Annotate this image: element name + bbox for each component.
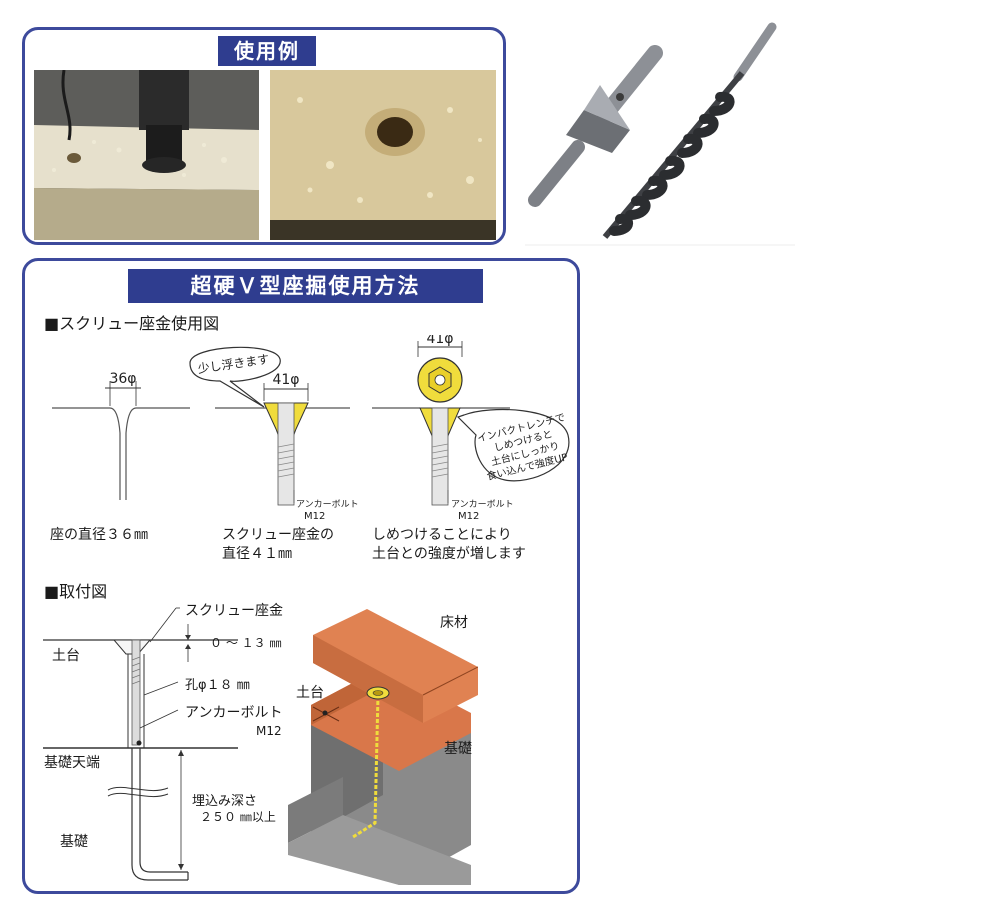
screw-washer-heading: ■スクリュー座金使用図	[44, 314, 220, 333]
drilling-photo-image	[34, 70, 259, 240]
install-section-diagram	[43, 607, 238, 881]
auger-bit	[602, 22, 777, 239]
step1-dim: 36φ	[109, 371, 136, 387]
step3-bolt-label: アンカーボルト	[451, 499, 514, 510]
foundation-3d-label: 基礎	[444, 741, 472, 757]
gap-label: ０ ～ １３ ㎜	[210, 636, 282, 650]
usage-example-panel: 使用例	[22, 27, 506, 245]
anchor-bolt-label: アンカーボルト	[185, 705, 283, 721]
step3-bolt-size: M12	[458, 511, 480, 522]
step3-caption-2: 土台との強度が増します	[372, 546, 526, 562]
anchor-bolt-shape	[131, 639, 141, 746]
step2-bolt-size: M12	[304, 511, 326, 522]
hole-label: 孔φ１８ ㎜	[185, 678, 250, 693]
drill-bits-image	[525, 22, 795, 246]
step2-washer-floating: 41φ 少し浮きます アンカーボルト	[189, 346, 359, 510]
anchor-bolt-3d	[352, 694, 380, 839]
countersink-bit	[528, 45, 663, 207]
step2-bolt-label: アンカーボルト	[296, 499, 359, 510]
step1-countersunk-hole: 36φ	[52, 371, 190, 500]
install-heading: ■取付図	[44, 582, 108, 601]
foundation-top-label: 基礎天端	[44, 755, 100, 771]
install-3d-illustration	[288, 609, 478, 885]
screw-washer-diagram: 36φ 41φ 少し浮きます アンカーボルト	[52, 335, 570, 510]
step1-caption: 座の直径３６㎜	[50, 527, 148, 543]
sill-label: 土台	[52, 648, 80, 664]
step2-caption-2: 直径４１㎜	[222, 546, 292, 562]
depth-label-1: 埋込み深さ	[192, 794, 258, 809]
step3-callout-bubble	[456, 408, 570, 482]
finished-hole-photo	[270, 70, 496, 240]
floor-3d	[313, 609, 478, 723]
foundation-label: 基礎	[60, 834, 88, 850]
step3-caption-1: しめつけることにより	[372, 527, 512, 543]
step3-dim: 41φ	[426, 335, 453, 347]
sill-3d-label: 土台	[296, 685, 324, 701]
finished-hole-image	[270, 70, 496, 240]
depth-label-2: ２５０ ㎜以上	[200, 810, 276, 824]
usage-method-panel: 超硬Ｖ型座掘使用方法	[22, 258, 580, 894]
floor-3d-label: 床材	[440, 615, 468, 631]
usage-example-title: 使用例	[218, 36, 316, 66]
screw-washer-label: スクリュー座金	[185, 603, 283, 619]
step2-caption-1: スクリュー座金の	[222, 527, 334, 543]
anchor-size-label: M12	[256, 724, 282, 738]
usage-method-title: 超硬Ｖ型座掘使用方法	[128, 269, 483, 303]
step2-dim: 41φ	[272, 372, 299, 388]
step3-washer-tightened: 41φ インパクトレンチで しめつけると 土台にしっかり 食い込んで強度UP ア…	[372, 335, 570, 510]
drilling-photo	[34, 70, 259, 240]
step2-callout-bubble	[189, 346, 281, 408]
